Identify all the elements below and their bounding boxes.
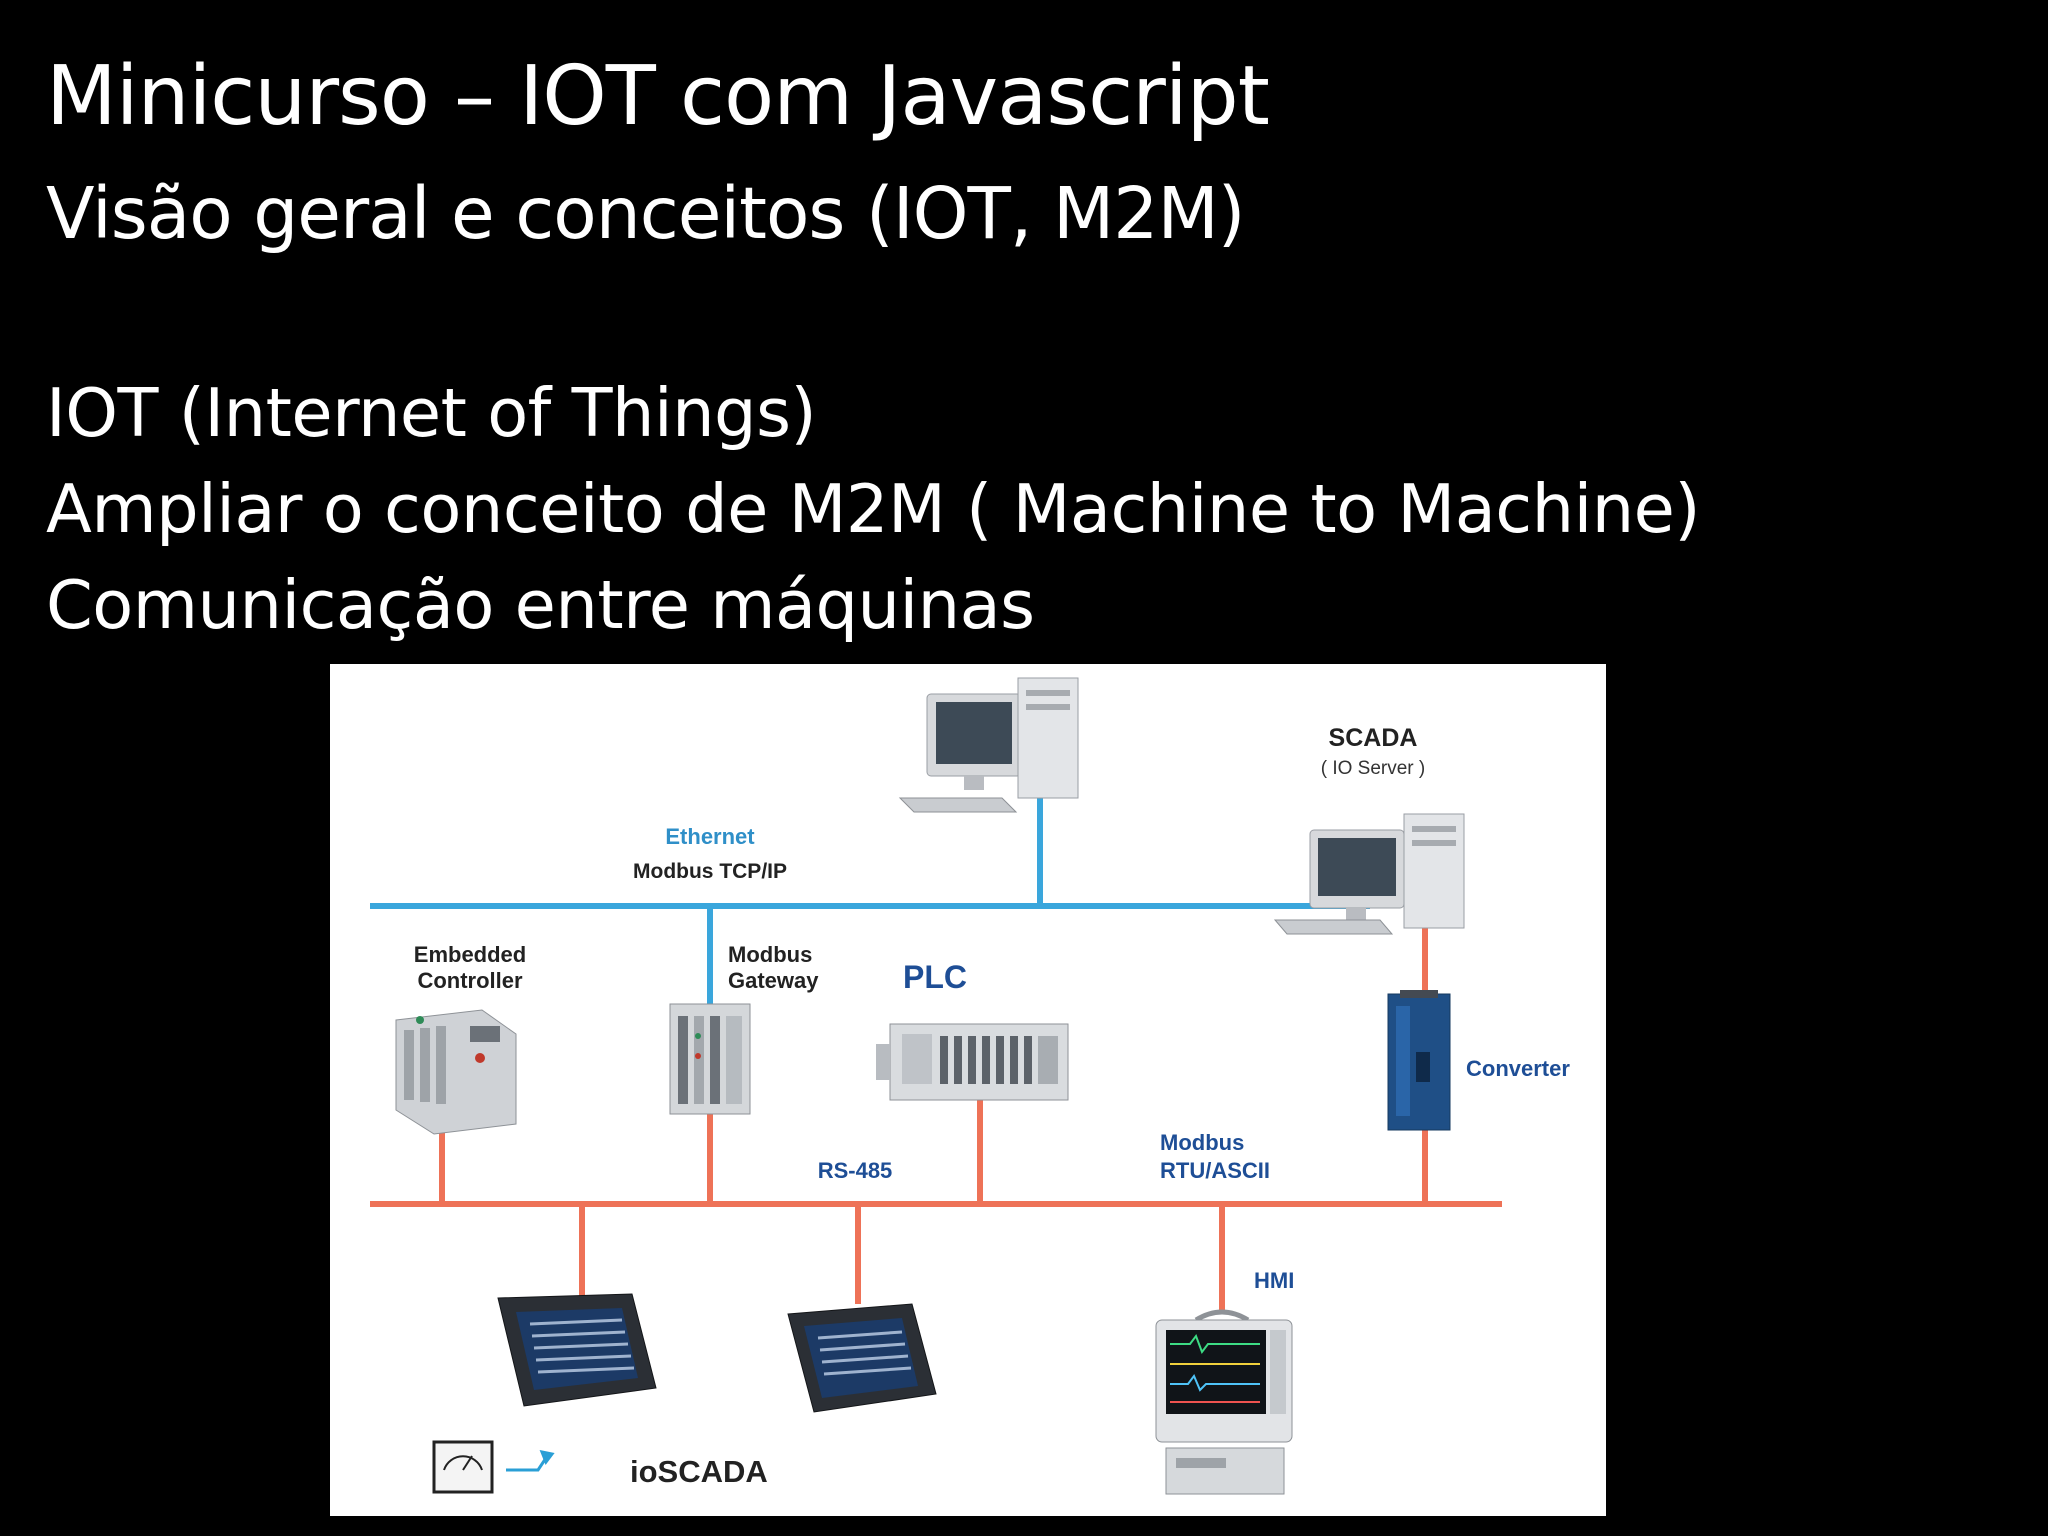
converter-icon [1387,990,1451,1131]
modbus-rtu-label-line-2: RTU/ASCII [1160,1158,1270,1183]
rs485-bus [370,928,1502,1314]
slide-title: Minicurso – IOT com Javascript [46,49,1270,144]
meter-arrow-icon [506,1449,555,1472]
ioscada-label: ioSCADA [630,1454,768,1489]
embedded-controller-label-line-1: Embedded [414,942,526,967]
plc-label: PLC [903,959,967,995]
embedded-controller-label-line-2: Controller [417,968,523,993]
scada-label: SCADA [1329,724,1418,752]
hmi-monitor-icon [1155,1309,1293,1495]
network-diagram-svg: SCADA ( IO Server ) Ethernet Modbus TCP/… [370,677,1570,1495]
ethernet-label: Ethernet [665,824,755,849]
converter-label: Converter [1466,1056,1570,1081]
embedded-controller-icon [395,1009,517,1135]
workstation-computer-icon [898,677,1079,813]
modbus-gateway-label-line-1: Modbus [728,942,812,967]
modbus-tcp-label: Modbus TCP/IP [633,860,787,883]
slide-subtitle: Visão geral e conceitos (IOT, M2M) [46,172,1245,255]
scada-server-computer-icon [1273,813,1465,935]
ioscada-device-1-icon [497,1293,657,1407]
body-line-iot: IOT (Internet of Things) [46,374,817,452]
analog-meter-icon [432,1440,494,1494]
body-line-m2m: Ampliar o conceito de M2M ( Machine to M… [46,470,1701,548]
modbus-gateway-icon [669,1003,751,1115]
ioscada-device-2-icon [787,1303,937,1413]
modbus-rtu-label-line-1: Modbus [1160,1130,1244,1155]
modbus-gateway-label-line-2: Gateway [728,968,819,993]
rs485-label: RS-485 [818,1158,893,1183]
plc-icon [876,1023,1069,1101]
io-server-label: ( IO Server ) [1321,758,1426,779]
network-diagram: SCADA ( IO Server ) Ethernet Modbus TCP/… [330,664,1606,1516]
ethernet-bus [370,794,1370,1004]
body-line-communication: Comunicação entre máquinas [46,566,1035,644]
hmi-label: HMI [1254,1268,1294,1293]
